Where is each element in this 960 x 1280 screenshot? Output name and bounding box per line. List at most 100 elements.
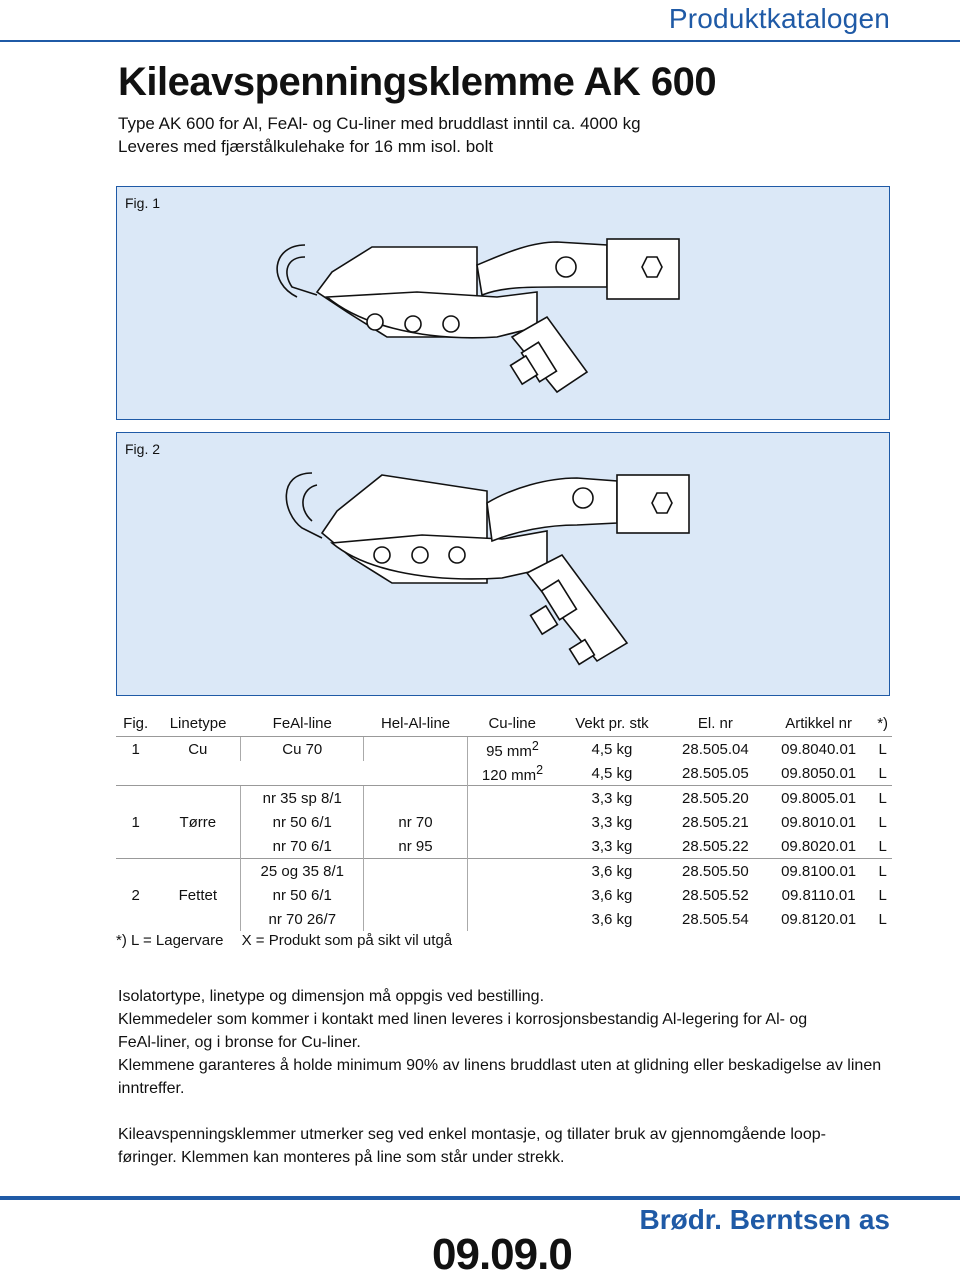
cell-note: L	[873, 858, 892, 883]
cell-cu: 95 mm2	[466, 736, 558, 761]
col-header: El. nr	[666, 710, 764, 737]
body-text: Isolatortype, linetype og dimensjon må o…	[118, 985, 908, 1169]
cell-note: L	[878, 910, 887, 928]
col-header: Vekt pr. stk	[557, 710, 667, 737]
cell-vekt: 3,3 kg	[591, 813, 633, 831]
cell-elnr: 28.505.20	[666, 785, 764, 810]
figure-1: Fig. 1	[116, 186, 890, 420]
cell-feal: nr 50 6/1	[240, 810, 364, 834]
col-header: FeAl-line	[240, 710, 364, 737]
cell-linetype: Cu	[188, 740, 208, 758]
cell-note: L	[878, 837, 887, 855]
page-code: 09.09.0	[432, 1230, 573, 1279]
table-row: 1 Cu Cu 70 95 mm2 4,5 kg 28.505.04 09.80…	[116, 736, 892, 761]
cell-vekt: 3,6 kg	[591, 910, 633, 928]
cell-vekt: 3,6 kg	[557, 858, 667, 883]
cell-fig	[116, 858, 156, 883]
cell-helal	[363, 785, 468, 810]
cell-linetype: Tørre	[179, 813, 217, 831]
cell-linetype	[155, 907, 240, 931]
col-header: Artikkel nr	[763, 710, 874, 737]
cell-feal: Cu 70	[240, 736, 364, 761]
cell-cu: 120 mm2	[466, 761, 558, 786]
table-row: 1 Tørre nr 50 6/1 nr 70 3,3 kg 28.505.21…	[116, 810, 892, 834]
cell-art: 09.8100.01	[763, 858, 874, 883]
page-title: Kileavspenningsklemme AK 600	[118, 60, 717, 104]
body-line: føringer. Klemmen kan monteres på line s…	[118, 1149, 565, 1166]
cell-vekt: 3,3 kg	[591, 837, 633, 855]
header-bar: Produktkatalogen	[0, 0, 960, 42]
cell-cu	[466, 785, 558, 810]
cell-fig	[116, 761, 155, 786]
cell-art: 09.8005.01	[763, 785, 874, 810]
cell-helal	[363, 736, 468, 761]
cell-linetype	[155, 761, 240, 786]
table-row: 25 og 35 8/1 3,6 kg 28.505.50 09.8100.01…	[116, 858, 892, 883]
table-legend: *) L = Lagervare X = Produkt som på sikt…	[116, 932, 466, 949]
table-row: nr 70 26/7 3,6 kg 28.505.54 09.8120.01 L	[116, 907, 892, 931]
cell-vekt: 3,6 kg	[591, 886, 633, 904]
cell-cu	[466, 858, 558, 883]
catalog-title: Produktkatalogen	[668, 3, 890, 34]
cell-cu	[466, 907, 558, 931]
clamp-drawing-fig1	[276, 238, 680, 394]
cell-elnr: 28.505.54	[682, 910, 749, 928]
cell-cu-text: 120 mm	[481, 766, 537, 784]
intro-line: Leveres med fjærstålkulehake for 16 mm i…	[118, 137, 494, 156]
cell-elnr: 28.505.50	[666, 858, 764, 883]
col-header: Cu-line	[467, 710, 558, 737]
cell-feal: nr 70 26/7	[240, 907, 364, 931]
cell-vekt: 3,3 kg	[557, 785, 667, 810]
body-line: inntreffer.	[118, 1080, 185, 1097]
cell-art: 09.8110.01	[781, 886, 856, 904]
cell-vekt: 4,5 kg	[591, 764, 633, 782]
cell-fig: 2	[131, 886, 140, 904]
cell-cu	[466, 834, 558, 859]
table-row: nr 35 sp 8/1 3,3 kg 28.505.20 09.8005.01…	[116, 785, 892, 810]
cell-vekt: 4,5 kg	[591, 740, 633, 758]
cell-linetype	[155, 858, 241, 883]
legend-item: *) L = Lagervare	[116, 932, 224, 949]
cell-art: 09.8020.01	[781, 837, 857, 855]
brand-name: Brødr. Berntsen as	[639, 1204, 890, 1235]
cell-linetype	[155, 834, 240, 859]
superscript: 2	[531, 738, 539, 753]
legend-item: X = Produkt som på sikt vil utgå	[241, 932, 453, 949]
table-header-row: Fig. Linetype FeAl-line Hel-Al-line Cu-l…	[116, 710, 892, 737]
spec-table: Fig. Linetype FeAl-line Hel-Al-line Cu-l…	[116, 710, 892, 931]
cell-fig: 1	[131, 740, 140, 758]
cell-fig	[116, 785, 156, 810]
cell-cu	[466, 883, 558, 907]
cell-fig	[116, 834, 155, 859]
cell-feal	[241, 761, 364, 786]
cell-elnr: 28.505.21	[682, 813, 749, 831]
cell-art: 09.8120.01	[781, 910, 857, 928]
header-rule	[0, 40, 960, 42]
cell-elnr: 28.505.22	[682, 837, 749, 855]
intro-line: Type AK 600 for Al, FeAl- og Cu-liner me…	[118, 114, 641, 133]
col-header: Linetype	[155, 710, 241, 737]
table-row: 120 mm2 4,5 kg 28.505.05 09.8050.01 L	[116, 761, 892, 786]
body-line: Klemmedeler som kommer i kontakt med lin…	[118, 1011, 808, 1028]
cell-elnr: 28.505.52	[682, 886, 749, 904]
cell-fig	[116, 907, 155, 931]
figure-2: Fig. 2	[116, 432, 890, 696]
cell-fig: 1	[131, 813, 140, 831]
col-header: *)	[873, 710, 892, 737]
cell-note: L	[878, 764, 887, 782]
footer-rule	[0, 1196, 960, 1200]
figure-label: Fig. 2	[125, 441, 161, 457]
cell-note: L	[878, 886, 887, 904]
cell-feal: nr 50 6/1	[240, 883, 364, 907]
cell-art: 09.8050.01	[781, 764, 857, 782]
cell-linetype: Fettet	[178, 886, 217, 904]
cell-note: L	[873, 785, 892, 810]
body-line: FeAl-liner, og i bronse for Cu-liner.	[118, 1034, 361, 1051]
col-header: Hel-Al-line	[363, 710, 468, 737]
cell-feal: nr 70 6/1	[240, 834, 364, 859]
intro-text: Type AK 600 for Al, FeAl- og Cu-liner me…	[118, 112, 641, 158]
superscript: 2	[536, 762, 544, 777]
cell-helal	[364, 761, 468, 786]
cell-cu-text: 95 mm	[486, 742, 532, 760]
cell-note: L	[878, 740, 887, 758]
